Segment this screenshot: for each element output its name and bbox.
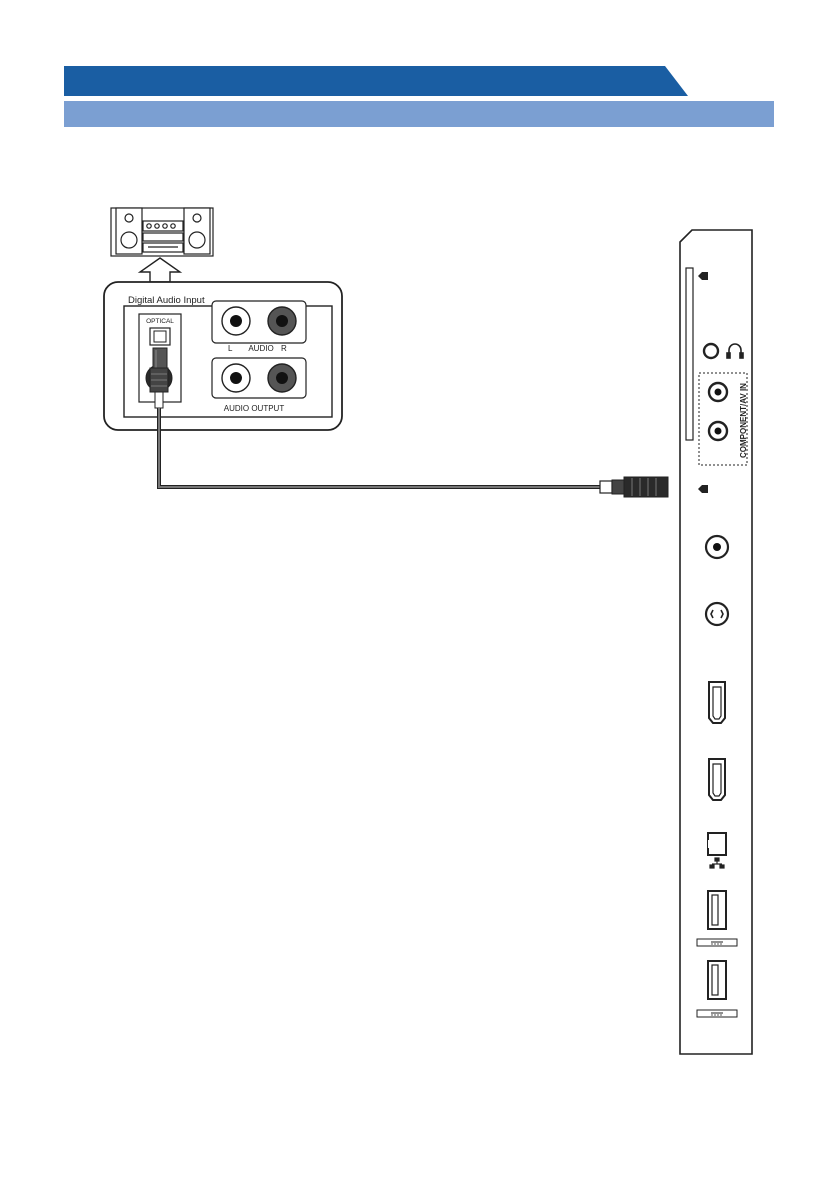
arrow-up-icon	[140, 258, 180, 282]
audio-r-label: R	[281, 344, 287, 353]
hdmi-port-icon	[709, 759, 725, 800]
usb-icon	[697, 939, 737, 946]
card-slot	[686, 268, 693, 440]
header-band-dark	[64, 66, 688, 96]
component-av-in-label: COMPONENT/AV IN	[739, 383, 748, 458]
audio-label: AUDIO	[248, 344, 273, 353]
header-band-light	[64, 101, 774, 127]
hdmi-port-icon	[709, 682, 725, 723]
optical-out-port	[706, 603, 728, 625]
network-port	[708, 833, 726, 855]
headphone-jack	[704, 344, 718, 358]
audio-l-label: L	[228, 344, 233, 353]
digital-audio-input-label: Digital Audio Input	[128, 295, 205, 306]
optical-label: OPTICAL	[146, 318, 174, 325]
stereo-system-icon	[111, 208, 213, 256]
audio-device-panel: Digital Audio Input OPTICAL L AUDIO R AU…	[104, 282, 342, 430]
tv-side-panel: COMPONENT/AV IN	[680, 230, 752, 1054]
usb-icon	[697, 1010, 737, 1017]
usb-port-1	[708, 891, 726, 929]
usb-port-2	[708, 961, 726, 999]
audio-output-label: AUDIO OUTPUT	[224, 404, 285, 413]
optical-port-icon	[150, 328, 170, 345]
